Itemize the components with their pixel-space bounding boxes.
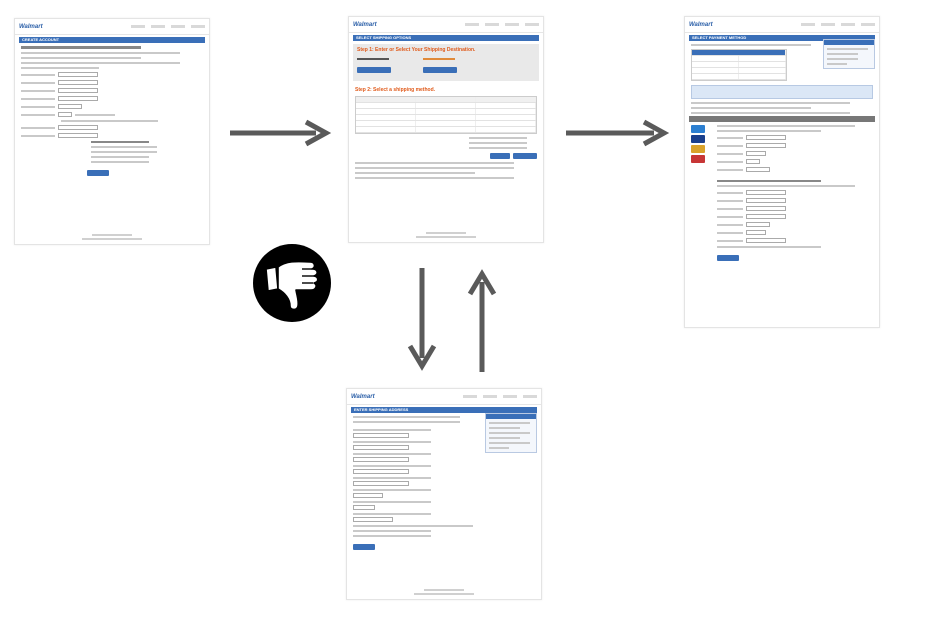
edit-cart-button[interactable] [490, 153, 510, 159]
shipping-options-page: Walmart Select Shipping Options Step 1: … [348, 16, 544, 243]
first-name-field[interactable] [353, 433, 409, 438]
shipping-address-page: Walmart Enter Shipping Address [346, 388, 542, 600]
arrow-down [407, 268, 437, 371]
continue-button[interactable] [717, 255, 739, 261]
address-line-1-field[interactable] [353, 457, 409, 462]
page-title: Select Payment Method [689, 35, 875, 41]
form-row [21, 112, 203, 117]
payment-method-page: Walmart Select Payment Method [684, 16, 880, 328]
page-footer [15, 234, 209, 240]
step-2-heading: Step 2: Select a shipping method. [355, 87, 436, 93]
form-row [21, 125, 203, 130]
select-store-button[interactable] [423, 67, 457, 73]
shipping-help-box [485, 413, 537, 453]
form-row [21, 80, 203, 85]
phone-field[interactable] [353, 517, 393, 522]
address-line-2-field[interactable] [353, 469, 409, 474]
page-footer [347, 589, 541, 595]
walmart-logo: Walmart [351, 393, 375, 400]
page-title: Select Shipping Options [353, 35, 539, 41]
step-1-heading: Step 1: Enter or Select Your Shipping De… [357, 47, 476, 53]
arrow-right-2 [566, 119, 670, 147]
header-nav [463, 395, 537, 398]
step-1-panel: Step 1: Enter or Select Your Shipping De… [353, 44, 539, 81]
page-header: Walmart [15, 19, 209, 35]
zip-field[interactable] [353, 505, 375, 510]
safe-shopping-box [823, 39, 875, 69]
promo-banner [691, 85, 873, 99]
header-nav [801, 23, 875, 26]
page-footer [349, 232, 543, 238]
form-row [21, 96, 203, 101]
header-nav [465, 23, 539, 26]
walmart-logo: Walmart [689, 21, 713, 28]
card-logos [691, 125, 705, 266]
create-account-button[interactable] [87, 170, 109, 176]
create-account-page: Walmart Create Account [14, 18, 210, 245]
continue-button[interactable] [513, 153, 537, 159]
form-row [21, 72, 203, 77]
order-summary-table [691, 49, 787, 81]
page-title: Create Account [19, 37, 205, 43]
new-address-button[interactable] [357, 67, 391, 73]
continue-button[interactable] [353, 544, 375, 550]
page-header: Walmart [347, 389, 541, 405]
state-select[interactable] [353, 493, 383, 498]
page-header: Walmart [349, 17, 543, 33]
header-nav [131, 25, 205, 28]
arrow-right-1 [230, 119, 332, 147]
payment-section-bar [689, 116, 875, 122]
form-row [21, 104, 203, 109]
walmart-logo: Walmart [19, 23, 43, 30]
walmart-logo: Walmart [353, 21, 377, 28]
page-header: Walmart [685, 17, 879, 33]
city-field[interactable] [353, 481, 409, 486]
thumbs-down-icon [253, 244, 331, 322]
form-row [21, 88, 203, 93]
shipping-methods-table [355, 96, 537, 134]
arrow-up [467, 269, 497, 372]
form-row [21, 133, 203, 138]
page-title: Enter Shipping Address [351, 407, 537, 413]
last-name-field[interactable] [353, 445, 409, 450]
